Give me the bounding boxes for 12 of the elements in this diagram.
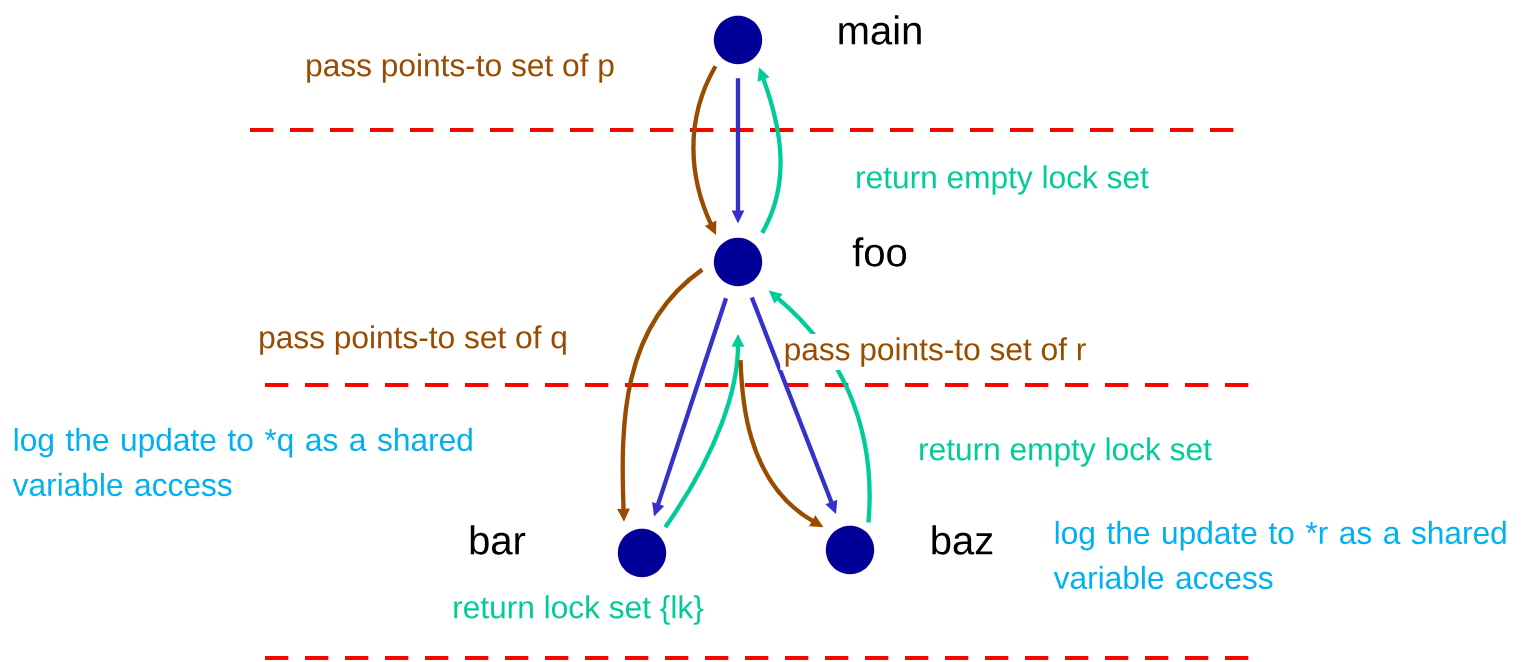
- edge-label: pass points-to set of p: [301, 49, 619, 87]
- note-text: log the update to *r as a shared variable access: [1053, 520, 1506, 590]
- edge-label: pass points-to set of r: [780, 333, 1090, 371]
- node-label: baz: [932, 525, 993, 555]
- edge-label: return lock set {lk}: [448, 591, 708, 629]
- edge-label: pass points-to set of q: [254, 321, 572, 359]
- edge-label: return empty lock set: [914, 433, 1216, 471]
- edge-label: return empty lock set: [851, 161, 1153, 199]
- node-label: foo: [852, 237, 907, 267]
- node-label: bar: [470, 525, 526, 555]
- node-label: main: [839, 15, 921, 45]
- note-text: log the update to *q as a shared variable access: [12, 427, 472, 497]
